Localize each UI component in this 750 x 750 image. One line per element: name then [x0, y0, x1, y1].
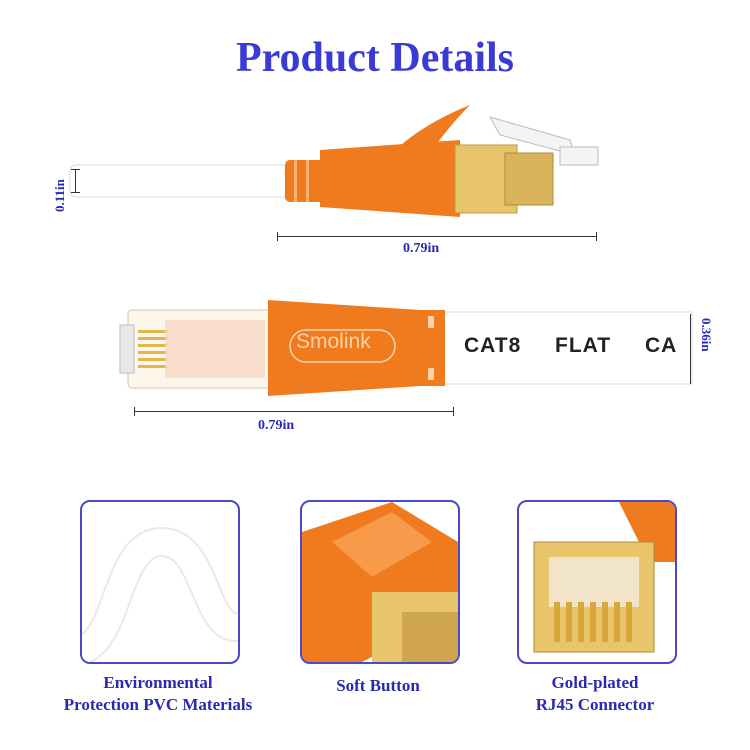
flat-cable-length-line: [134, 407, 454, 416]
cable-print-ca: CA: [645, 334, 678, 357]
brand-logo-text: Smolink: [296, 330, 371, 353]
flat-cable-height-label: 0.36in: [699, 318, 714, 352]
flat-cable-wave-image: [82, 526, 238, 662]
round-cable-length-label: 0.79in: [403, 241, 440, 256]
soft-button-image: [302, 502, 458, 662]
round-cable-length-line: [277, 232, 597, 241]
feature-panel-connector: [517, 500, 677, 664]
feature-panel-button: [300, 500, 460, 664]
feature-caption-button: Soft Button: [298, 675, 458, 697]
round-cable-illustration: [69, 105, 599, 217]
flat-cable-illustration: [119, 300, 693, 396]
gold-connector-image: [533, 502, 675, 653]
round-cable-height-label: 0.11in: [52, 179, 67, 212]
feature-caption-connector-line1: Gold-plated: [551, 673, 639, 692]
cable-print-flat: FLAT: [555, 334, 612, 357]
cable-print-cat8: CAT8: [464, 334, 522, 357]
feature-panel-pvc: [80, 500, 240, 664]
flat-cable-length-label: 0.79in: [258, 418, 295, 433]
feature-caption-button-line1: Soft Button: [336, 676, 420, 695]
page-title: Product Details: [235, 35, 515, 81]
feature-caption-connector: Gold-plated RJ45 Connector: [500, 672, 690, 716]
feature-caption-pvc-line1: Environmental: [103, 673, 213, 692]
feature-caption-connector-line2: RJ45 Connector: [535, 695, 655, 714]
feature-caption-pvc: Environmental Protection PVC Materials: [40, 672, 276, 716]
feature-caption-pvc-line2: Protection PVC Materials: [63, 695, 253, 714]
